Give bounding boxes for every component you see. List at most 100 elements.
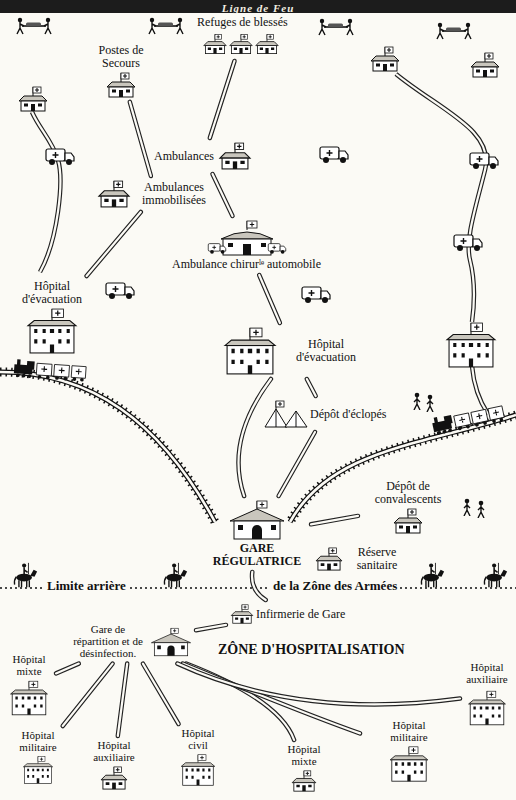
road-connector [259,275,280,323]
road-fill [196,625,226,630]
label-group: Ambulances immobilisées [133,181,215,207]
building-icon [217,327,283,375]
road-fill [396,74,486,322]
road-fill [118,664,127,736]
facility-label: Ambulance chirurˡᵉ automobile [172,258,321,271]
road-edge [130,102,151,176]
road-edge [311,516,358,524]
road-connector [213,174,233,216]
road-fill [56,664,79,674]
label-group: Hôpital militaire [379,720,439,744]
building-icon [16,756,60,784]
rail [290,415,516,522]
label-group: Hôpital civil [175,728,221,752]
label-group: Hôpital auxiliaire [84,740,144,764]
house-icon [371,47,399,71]
building-part [208,221,286,255]
building-part [204,34,226,53]
facility: Dépôt d'éclopés [262,398,388,430]
train-icon [14,359,87,382]
road-connector [130,102,151,176]
road-edge [56,664,79,674]
road-fill [177,664,460,705]
facility: GARE RÉGULATRICE [205,498,309,570]
building-icon [150,626,192,658]
road-fill [183,664,360,734]
facility: Infirmerie de Gare [228,602,347,626]
facility-label: Dépôt de convalescents [362,480,454,506]
building-icon [101,72,141,98]
building-part [265,401,307,427]
building-part [99,181,129,207]
building-icon [203,31,281,57]
road-connector [118,664,127,736]
rail-ties [0,372,215,522]
building-part [230,501,284,539]
road-edge [252,572,266,600]
facility-label: Ambulances immobilisées [133,181,215,207]
label-group: Hôpital mixte [274,744,334,768]
building-part [292,771,316,791]
road-fill [130,102,151,176]
label-group: Ambulance chirurˡᵉ automobile [172,258,321,271]
facility-label: Refuges de blessés [197,16,288,29]
road-connector [210,61,235,138]
road-connector [87,212,141,276]
road-edge [238,379,270,496]
facility: Hôpital auxiliaire [82,738,146,792]
facility: Hôpital mixte [272,742,336,794]
ambulance-car [106,283,134,299]
facility: Hôpital militaire [6,728,70,786]
facility-label: Hôpital d'évacuation [285,338,367,364]
building-icon [170,754,226,786]
road-fill [143,664,179,724]
train [431,403,505,435]
building-part [225,328,275,374]
facility: Hôpital civil [168,726,228,788]
label-group: Refuges de blessés [197,16,288,29]
stretcher-bearers [149,18,183,34]
facility: Hôpital d'évacuation [215,325,369,377]
facility: Hôpital d'évacuation [10,278,94,356]
building-icon [9,680,49,716]
road-edge [32,112,60,272]
building-part [11,681,48,715]
label-group: Dépôt de convalescents [362,480,454,506]
train [14,359,87,382]
building-part [316,548,342,570]
horseman [421,563,444,587]
rail-ties [290,415,516,522]
road-connector [63,664,113,726]
building-part [220,143,250,169]
horseman [14,563,37,587]
road-fill [210,61,235,138]
label-group: Hôpital militaire [8,730,68,754]
building-part [394,509,422,533]
title-text: Ligne de Feu [222,2,295,14]
road-fill [63,664,113,726]
facility-label: Hôpital civil [175,728,221,752]
facility: Ambulances [152,140,256,172]
house-icon [19,87,47,111]
facility: Dépôt de convalescents [360,478,456,536]
label-group: Hôpital d'évacuation [12,280,92,306]
road-connector [279,432,315,496]
building-part [107,73,135,97]
building-icon [382,508,434,534]
building-part [256,34,278,53]
facility: Ambulances immobilisées [95,178,217,210]
soldier [464,499,470,516]
building-icon [364,746,454,782]
ambulance-car [302,287,330,303]
label-group: Ambulances [154,150,214,163]
label-group: Hôpital d'évacuation [285,338,367,364]
soldier [427,395,433,412]
hospital-icon [447,323,495,367]
road-connector [143,664,179,724]
road-edge [177,664,460,705]
ambulance-car [454,235,482,251]
road-fill [252,572,266,600]
road-fill [259,275,280,323]
facility-label: Hôpital militaire [8,730,68,754]
facility: Hôpital mixte [4,652,54,718]
